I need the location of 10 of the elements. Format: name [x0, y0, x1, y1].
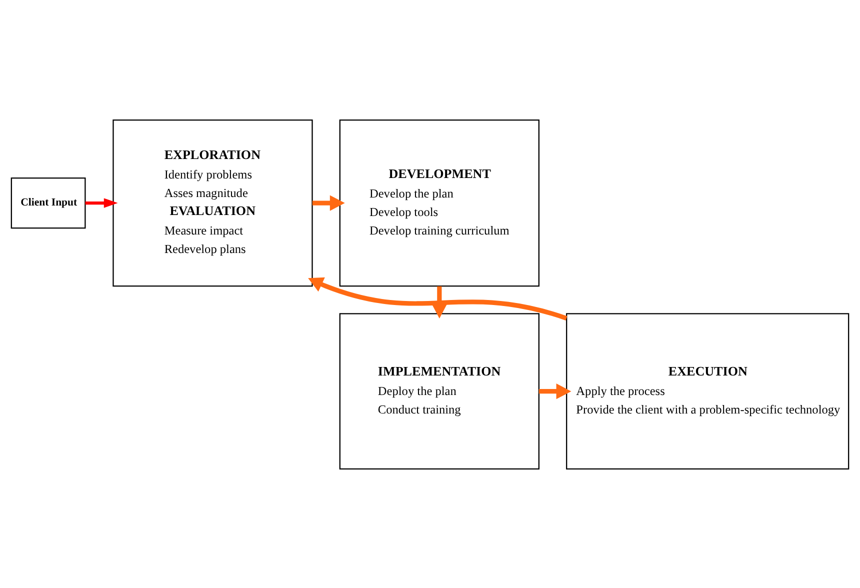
arrow — [538, 382, 572, 399]
node-box: Client Input — [10, 177, 86, 228]
node-box: IMPLEMENTATION Deploy the plan Conduct training — [339, 312, 540, 469]
node-box: EXPLORATION Identify problems Asses magnitude EVALUATION Measure impact Redevelop plans — [112, 119, 313, 286]
node-box: DEVELOPMENT Develop the plan Develop tools Develop training curriculum — [339, 119, 540, 286]
node-box: EXECUTION Apply the process Provide the client with a problem-specific technology — [566, 312, 850, 469]
arrow — [312, 194, 345, 210]
arrow — [308, 276, 568, 320]
arrow — [432, 286, 448, 318]
arrow — [85, 198, 118, 208]
